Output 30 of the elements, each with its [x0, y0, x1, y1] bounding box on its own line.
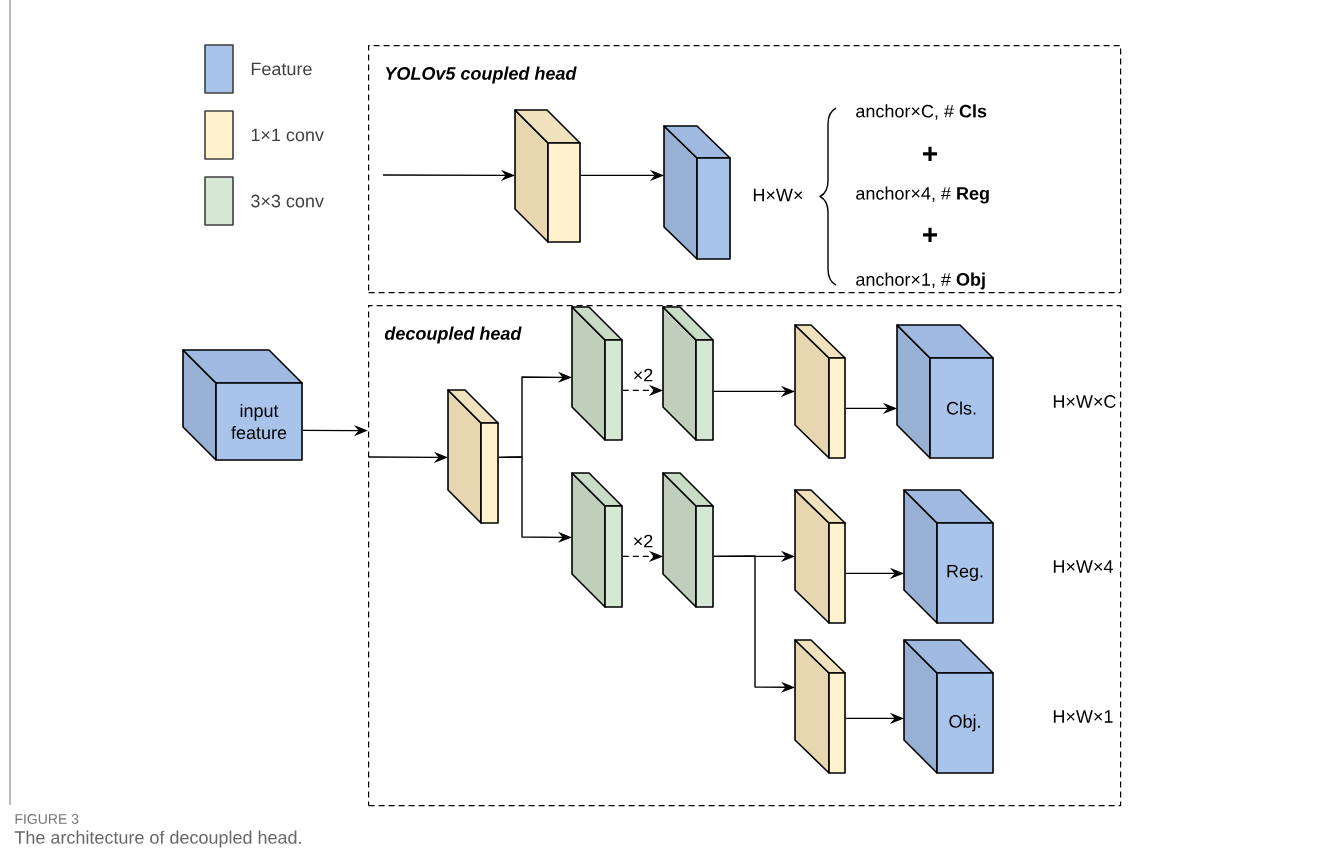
legend-label: Feature [251, 62, 312, 76]
figure-number: FIGURE 3 [15, 814, 79, 824]
caption: The architecture of decoupled head. [14, 830, 301, 848]
layer-block [514, 109, 581, 243]
layer-block [571, 306, 623, 441]
output-label: anchor×4, # Reg [856, 186, 989, 204]
feature-cube: Cls. [896, 324, 994, 459]
layer-block [663, 125, 731, 260]
layer-block [794, 639, 846, 774]
layer-block [571, 472, 623, 608]
legend-label: 3×3 conv [251, 194, 324, 208]
layer-block [447, 389, 499, 524]
legend-label: 1×1 conv [251, 128, 324, 142]
layer-block [794, 489, 846, 624]
plus-sign: + [923, 146, 938, 161]
feature-cube: input feature [182, 349, 303, 461]
plus-sign: + [923, 227, 938, 242]
layer-block [662, 472, 714, 608]
feature-cube: Reg. [903, 489, 994, 624]
shape-label: H×W×C [1053, 395, 1116, 408]
edge-label: ×2 [630, 532, 656, 550]
shape-label: H×W×1 [1053, 710, 1113, 723]
output-label: anchor×C, # Cls [856, 104, 987, 120]
feature-cube: Obj. [903, 639, 994, 774]
shape-label: H×W× [753, 188, 803, 202]
shape-label: H×W×4 [1053, 560, 1113, 573]
output-label: anchor×1, # Obj [856, 272, 985, 290]
layer-block [662, 306, 714, 441]
layer-block [794, 324, 846, 459]
edge-label: ×2 [630, 366, 656, 384]
